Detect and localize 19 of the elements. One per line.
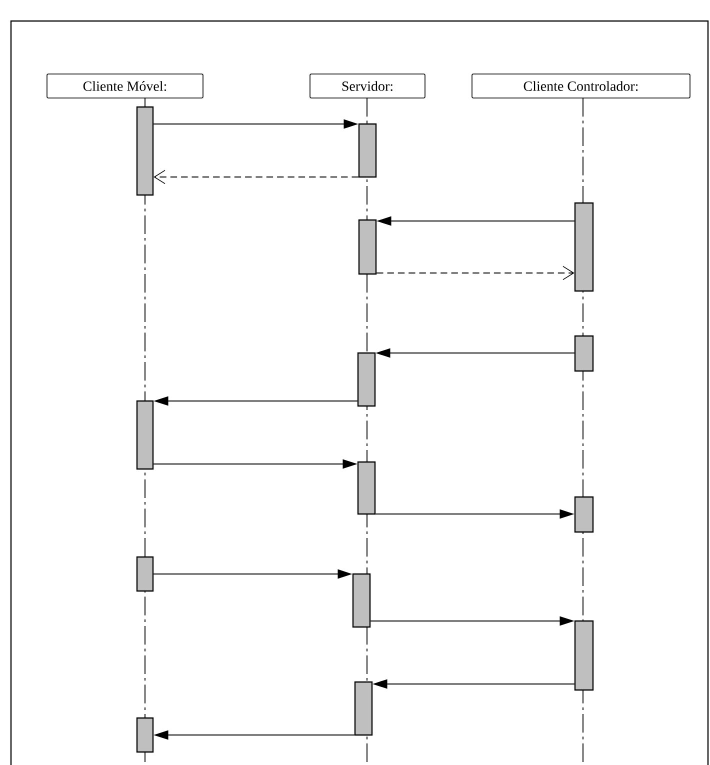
activation-bar — [357, 461, 376, 515]
activation-bar — [354, 681, 373, 736]
activation-bar — [574, 496, 594, 533]
lifeline-header: Cliente Controlador: — [472, 74, 690, 98]
activation-bar — [136, 106, 154, 196]
activation-bar — [574, 620, 594, 691]
activation-bar — [352, 573, 371, 628]
activation-bar — [136, 717, 154, 753]
activation-bar — [358, 219, 377, 275]
activation-bar — [358, 123, 377, 178]
activation-bar — [136, 556, 154, 592]
lifeline-header: Servidor: — [310, 74, 426, 98]
activation-bar — [357, 352, 376, 407]
activation-bar — [574, 202, 594, 292]
lifeline-header: Cliente Móvel: — [46, 74, 204, 98]
activation-bar — [136, 400, 154, 470]
message-arrow — [154, 170, 359, 184]
activation-bar — [574, 335, 594, 372]
message-arrow — [376, 266, 574, 280]
